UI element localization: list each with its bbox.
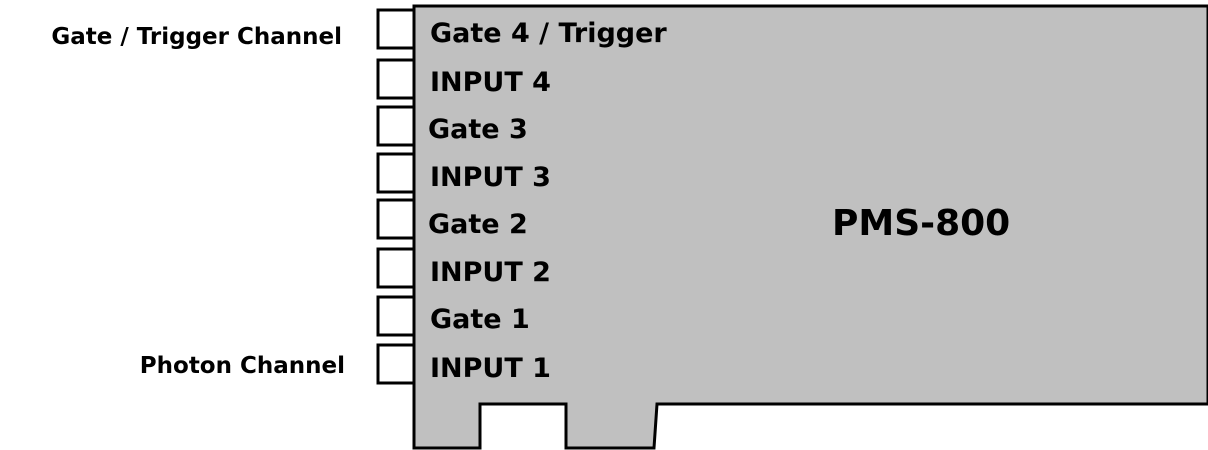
port-box-input-2 <box>376 247 416 289</box>
port-box-input-4 <box>376 58 416 100</box>
port-label-input-4: INPUT 4 <box>430 67 551 98</box>
board-outline <box>412 4 1208 450</box>
port-label-input-1: INPUT 1 <box>430 353 551 384</box>
port-box-gate-4 <box>376 8 416 50</box>
port-label-gate-2: Gate 2 <box>428 209 528 240</box>
port-label-gate-3: Gate 3 <box>428 114 528 145</box>
port-label-gate-4-trigger: Gate 4 / Trigger <box>430 18 667 49</box>
photon-channel-label: Photon Channel <box>140 353 345 379</box>
board-title: PMS-800 <box>832 203 1010 244</box>
port-box-gate-1 <box>376 295 416 337</box>
port-label-gate-1: Gate 1 <box>430 304 530 335</box>
gate-trigger-channel-label: Gate / Trigger Channel <box>51 24 342 50</box>
port-label-input-2: INPUT 2 <box>430 257 551 288</box>
port-box-gate-2 <box>376 198 416 240</box>
port-label-input-3: INPUT 3 <box>430 162 551 193</box>
port-box-input-1 <box>376 343 416 385</box>
port-box-gate-3 <box>376 105 416 147</box>
port-box-input-3 <box>376 152 416 194</box>
